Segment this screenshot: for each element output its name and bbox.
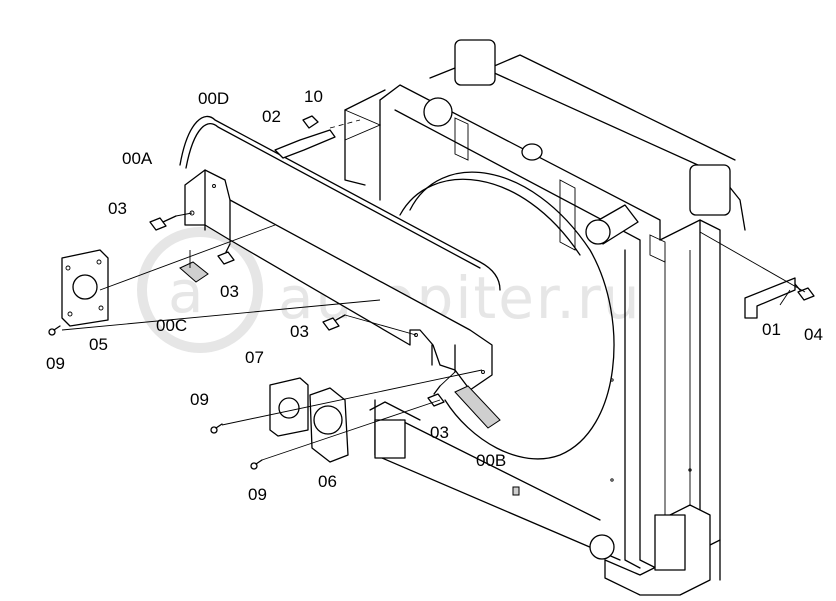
part-labels: 00D 02 10 00A 03 03 05 00C 09 03 07 09 0… xyxy=(46,87,823,504)
label-01: 01 xyxy=(762,320,781,339)
bolts xyxy=(48,215,815,470)
label-03-a: 03 xyxy=(108,199,127,218)
part-05-cover-plate xyxy=(61,249,109,327)
label-00C: 00C xyxy=(156,316,187,335)
bolt-03-icon-b xyxy=(217,243,235,265)
leader-lines xyxy=(61,109,806,461)
label-09-c: 09 xyxy=(248,485,267,504)
foot-block xyxy=(654,514,686,571)
label-03-c: 03 xyxy=(290,322,309,341)
coolant-fitting xyxy=(521,143,543,161)
label-07: 07 xyxy=(245,348,264,367)
upper-hose-outlet xyxy=(423,97,453,127)
label-09-a: 09 xyxy=(46,354,65,373)
part-00C-seal xyxy=(179,261,209,283)
bolt-03-icon-a xyxy=(149,215,177,231)
part-07-cover-plate xyxy=(269,377,309,437)
label-00A: 00A xyxy=(122,149,153,168)
bolt-03-icon-c xyxy=(322,314,346,331)
label-04: 04 xyxy=(804,325,823,344)
screw-09-icon-b xyxy=(210,423,223,434)
fan-ring xyxy=(409,171,615,460)
part-00B-seal xyxy=(454,385,501,429)
label-00B: 00B xyxy=(476,451,506,470)
watermark-logo-icon xyxy=(137,227,263,353)
radiator-frame xyxy=(344,39,746,596)
part-00D-seal-strip xyxy=(179,115,501,291)
upper-tank-cap-right xyxy=(689,164,731,216)
label-09-b: 09 xyxy=(190,390,209,409)
bolt-04-icon xyxy=(794,283,815,301)
lower-hose-outlet xyxy=(589,534,615,560)
label-02: 02 xyxy=(262,107,281,126)
label-05: 05 xyxy=(89,335,108,354)
part-01-bracket xyxy=(744,277,796,319)
lower-bracket-left xyxy=(374,419,406,459)
part-02-bracket xyxy=(274,129,336,159)
label-06: 06 xyxy=(318,472,337,491)
screw-09-icon-c xyxy=(250,459,263,470)
part-06-cover-plate xyxy=(309,387,349,463)
screw-09-icon-a xyxy=(48,325,61,336)
part-10-nut xyxy=(302,115,319,129)
label-10: 10 xyxy=(304,87,323,106)
label-03-d: 03 xyxy=(430,423,449,442)
label-03-b: 03 xyxy=(220,282,239,301)
upper-tank-cap-left xyxy=(454,39,496,86)
label-00D: 00D xyxy=(198,89,229,108)
hose-connector-end xyxy=(585,219,611,245)
